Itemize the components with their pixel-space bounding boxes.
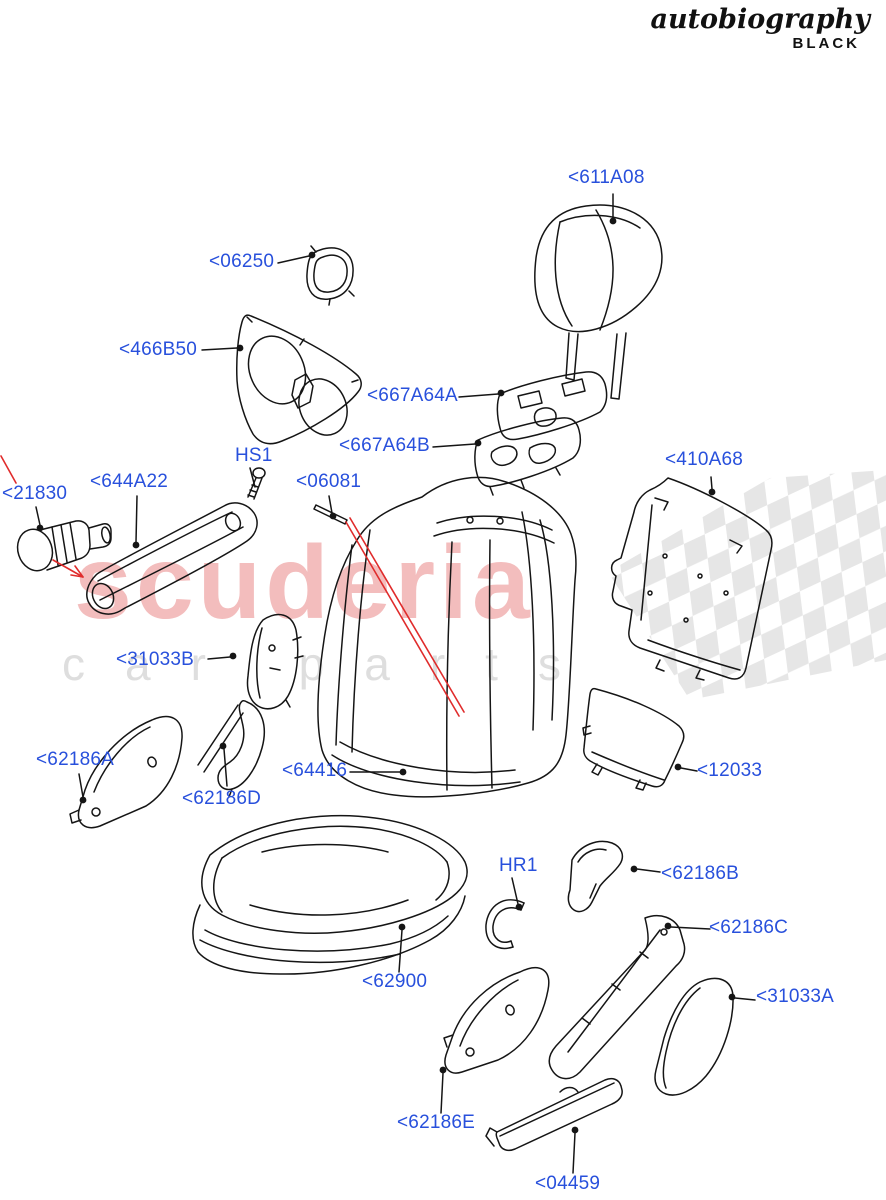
bent-bracket-drawing <box>567 840 624 913</box>
part-label-64416[interactable]: <64416 <box>282 760 348 781</box>
side-shield-b-drawing <box>246 613 304 710</box>
brand-name-text: autobiography <box>650 4 870 35</box>
leader-dots <box>36 217 736 1134</box>
part-label-12033[interactable]: <12033 <box>697 760 763 781</box>
part-label-644A22[interactable]: <644A22 <box>90 471 169 492</box>
diagonal-trim-drawing <box>548 914 686 1080</box>
part-label-62900[interactable]: <62900 <box>362 971 428 992</box>
part-label-667A64A[interactable]: <667A64A <box>367 385 458 406</box>
bracket-plate-a-drawing <box>496 371 608 441</box>
watermark-secondary-text: car parts <box>62 638 601 690</box>
part-label-06250[interactable]: <06250 <box>209 251 275 272</box>
part-label-62186A[interactable]: <62186A <box>36 749 115 770</box>
leader-lines <box>35 193 756 1174</box>
red-pointer-lines <box>0 455 465 717</box>
brand-logo: autobiography BLACK <box>650 4 870 53</box>
part-label-611A08[interactable]: <611A08 <box>568 167 645 188</box>
part-label-62186D[interactable]: <62186D <box>182 788 262 809</box>
bracket-plate-b-drawing <box>474 417 582 496</box>
part-label-21830[interactable]: <21830 <box>2 483 68 504</box>
watermark-primary-text: scuderia <box>74 525 534 641</box>
bezel-gasket-drawing <box>306 245 355 306</box>
lower-back-panel-drawing <box>582 687 685 791</box>
back-panel-insert-drawing <box>236 314 362 445</box>
side-shield-a-drawing <box>654 977 734 1096</box>
armrest-drawing <box>86 502 258 615</box>
part-label-466B50[interactable]: <466B50 <box>119 339 198 360</box>
part-label-31033A[interactable]: <31033A <box>756 986 835 1007</box>
seat-back-frame-panel-drawing <box>610 477 773 681</box>
part-label-31033B[interactable]: <31033B <box>116 649 195 670</box>
headrest-drawing <box>534 204 663 400</box>
part-label-06081[interactable]: <06081 <box>296 471 362 492</box>
plug-cylinder-drawing <box>16 520 112 572</box>
brand-edition-text: BLACK <box>792 35 860 52</box>
side-trim-e-drawing <box>443 967 550 1074</box>
part-label-HS1[interactable]: HS1 <box>235 445 273 466</box>
seat-cushion-drawing <box>192 814 468 975</box>
seat-back-cushion-drawing <box>317 476 577 798</box>
part-label-62186B[interactable]: <62186B <box>661 863 740 884</box>
part-label-667A64B[interactable]: <667A64B <box>339 435 430 456</box>
checkered-flag-watermark <box>608 470 886 700</box>
loop-trim-drawing <box>197 699 266 798</box>
part-label-04459[interactable]: <04459 <box>535 1173 601 1194</box>
side-trim-a-drawing <box>69 715 183 829</box>
part-label-62186E[interactable]: <62186E <box>397 1112 476 1133</box>
part-label-HR1[interactable]: HR1 <box>499 855 538 876</box>
part-label-62186C[interactable]: <62186C <box>709 917 789 938</box>
watermark-layer: scuderia car parts <box>62 470 886 700</box>
part-label-410A68[interactable]: <410A68 <box>665 449 744 470</box>
sill-strip-drawing <box>485 1077 623 1152</box>
